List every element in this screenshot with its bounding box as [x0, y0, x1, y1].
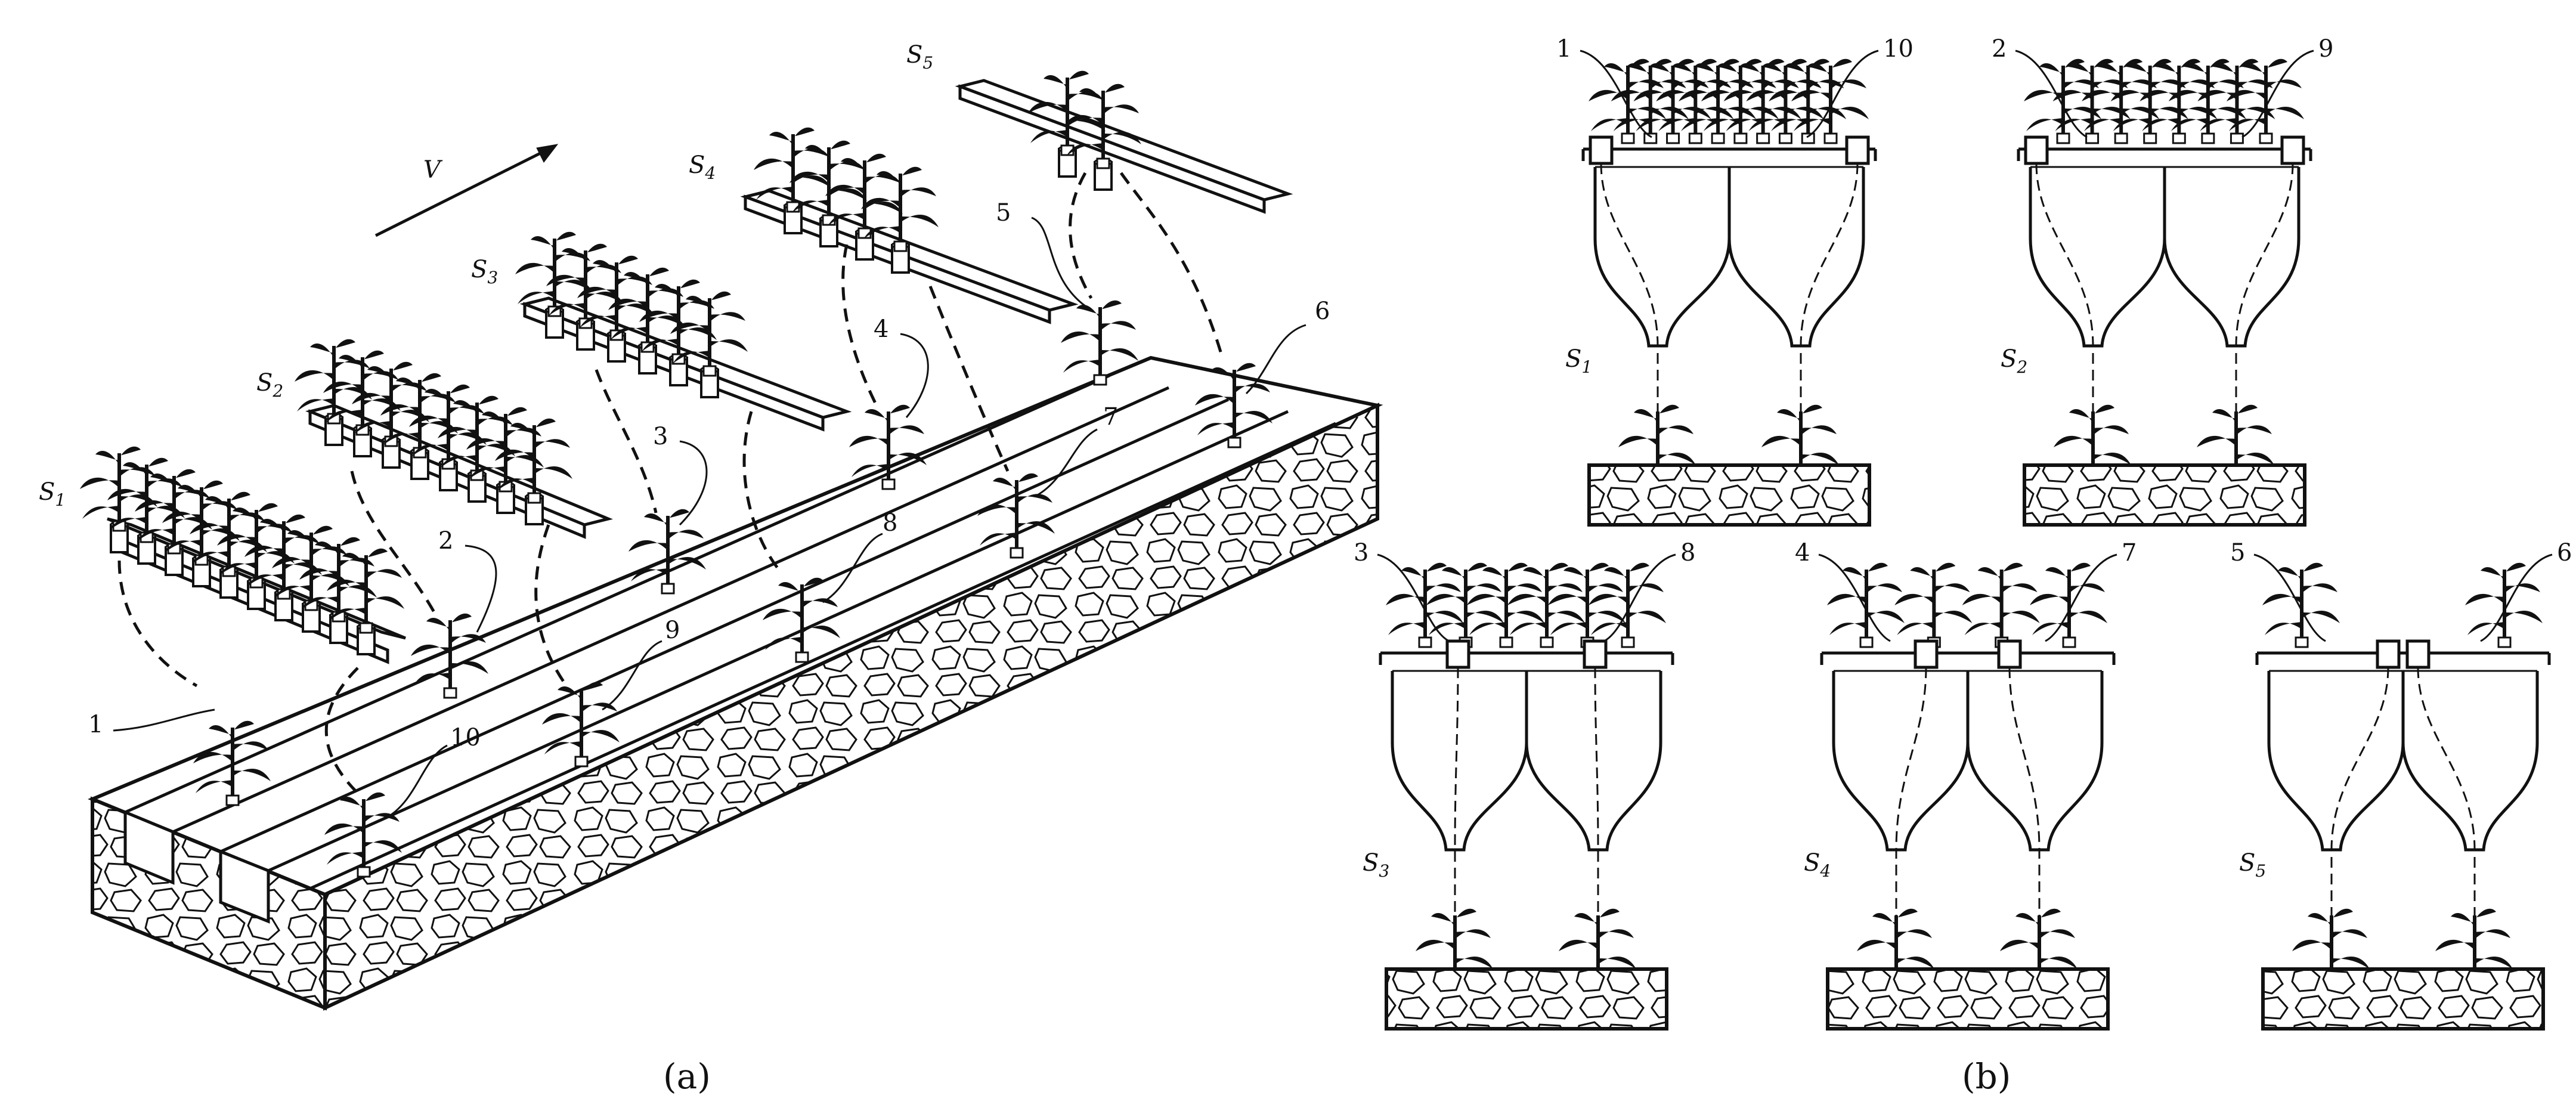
velocity-arrow: V	[374, 144, 559, 237]
tray-seedling	[2465, 563, 2543, 647]
front-view-unit-s4: 4 7S4	[1795, 539, 2137, 1031]
front-view-unit-s5: 5 6S5	[2230, 539, 2572, 1031]
stage-label-b-s5: S5	[2239, 849, 2266, 881]
soil-bed-block	[88, 355, 1383, 1011]
callout-8: 8	[883, 509, 897, 537]
front-view-unit-s3: 3 8S3	[1354, 539, 1695, 1031]
tray-seedling	[2024, 59, 2101, 143]
callout-6: 6	[1315, 298, 1330, 325]
callout-right-s2: 9	[2318, 35, 2333, 63]
callout-4: 4	[874, 315, 888, 343]
callout-right-s1: 10	[1883, 35, 1914, 63]
tray-seedling	[1507, 563, 1585, 647]
tray-seedling	[2030, 563, 2107, 647]
callout-left-s1: 1	[1556, 35, 1571, 63]
callout-5: 5	[996, 199, 1011, 227]
front-view-unit-s2: 2 9S2	[1992, 35, 2333, 527]
tray-seedling	[1827, 563, 1905, 647]
callout-7: 7	[1103, 403, 1118, 431]
tray-seedling	[2262, 563, 2340, 647]
callouts-panel-a: 1 2 3 4 5 6 7 8 9 10	[88, 199, 1330, 818]
callout-left-s3: 3	[1354, 539, 1368, 567]
tray-seedling	[1589, 563, 1666, 647]
stage-label-s1: S1	[39, 478, 66, 510]
velocity-label: V	[423, 156, 443, 184]
callout-2: 2	[438, 527, 453, 555]
stage-label-b-s1: S1	[1565, 345, 1592, 377]
soil-strip	[2261, 967, 2545, 1031]
stage-label-s4: S4	[689, 151, 716, 183]
soil-strip	[2023, 463, 2306, 527]
stage-label-s2: S2	[256, 369, 283, 401]
stage-label-s3: S3	[471, 256, 498, 287]
callout-3: 3	[653, 423, 668, 450]
tray-seedling	[1386, 563, 1463, 647]
soil-strip	[1587, 463, 1871, 527]
soil-strip	[1826, 967, 2110, 1031]
stage-label-b-s2: S2	[2001, 345, 2027, 377]
tray-seedling	[1589, 59, 1666, 143]
callout-1: 1	[88, 711, 103, 738]
panel-a-caption: (a)	[663, 1056, 711, 1097]
callout-right-s5: 6	[2557, 539, 2572, 567]
callout-9: 9	[665, 617, 680, 644]
tray-seedling	[1548, 563, 1626, 647]
transfer-trajectories	[117, 172, 1224, 794]
stage-label-b-s4: S4	[1804, 849, 1831, 881]
callout-left-s2: 2	[1992, 35, 2007, 63]
tray-seedling	[1426, 563, 1504, 647]
tray-seedling	[1894, 563, 1972, 647]
panel-a-isometric-view: V S1 S2 S3 S4 S5 1 2 3 4 5 6 7 8 9	[39, 41, 1383, 1097]
panel-b-caption: (b)	[1962, 1056, 2011, 1097]
nursery-tray-s5	[955, 79, 1293, 214]
soil-strip	[1385, 967, 1668, 1031]
stage-label-b-s3: S3	[1363, 849, 1389, 881]
callout-right-s4: 7	[2122, 539, 2137, 567]
tray-seedling	[1467, 563, 1544, 647]
callout-10: 10	[450, 724, 481, 751]
tray-seedling	[1962, 563, 2040, 647]
callout-right-s3: 8	[1680, 539, 1695, 567]
callout-left-s4: 4	[1795, 539, 1810, 567]
callout-left-s5: 5	[2230, 539, 2245, 567]
stage-label-s5: S5	[906, 41, 933, 73]
